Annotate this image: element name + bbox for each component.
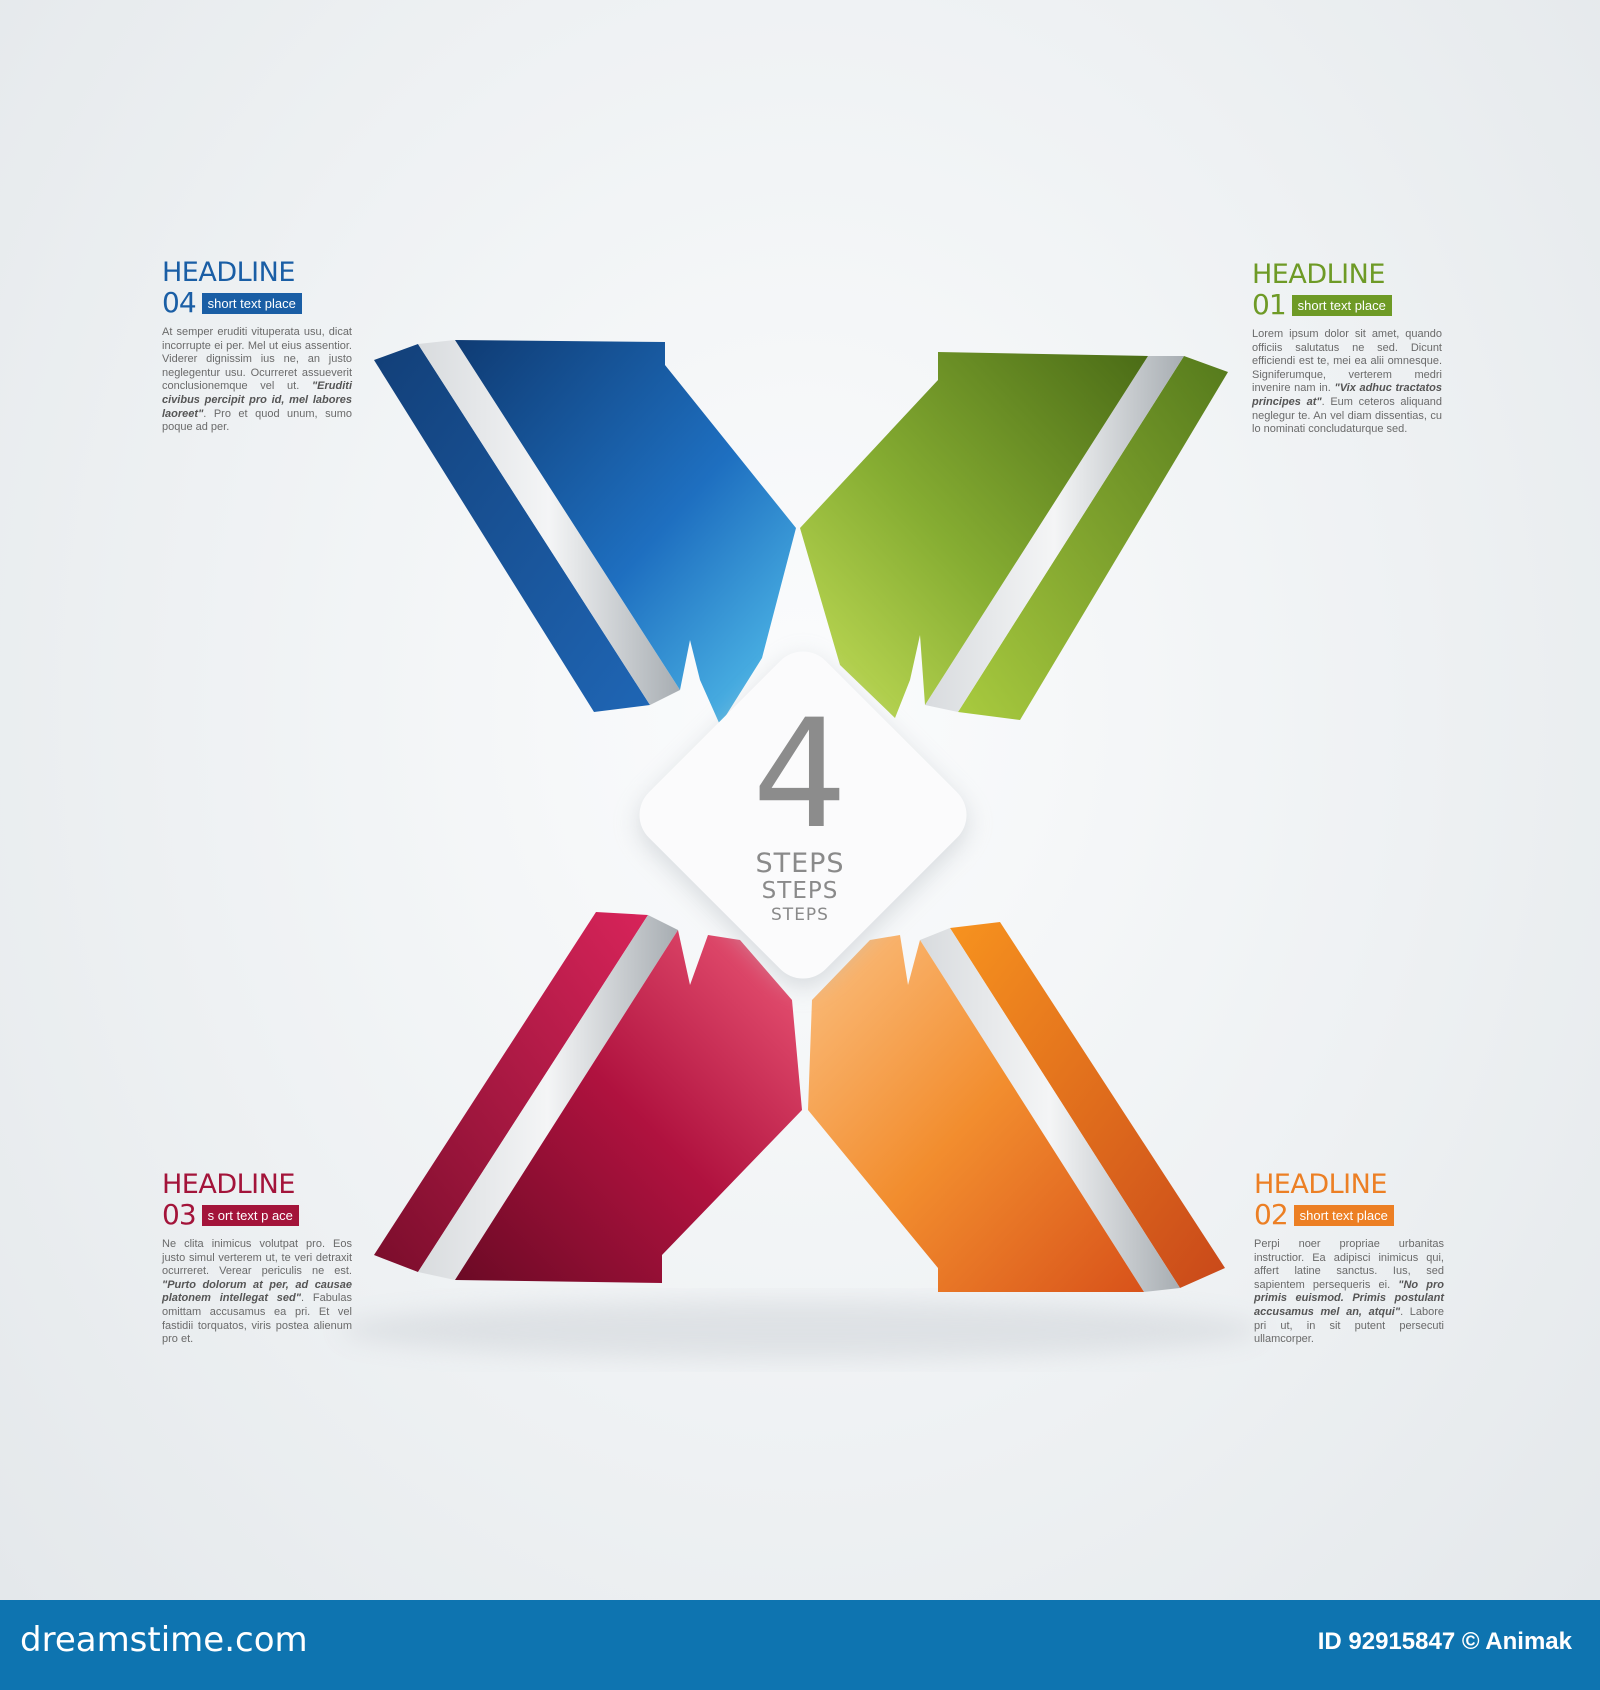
footer-brand: dreamstime.com	[20, 1620, 308, 1660]
step-01-body-text-1: Lorem ipsum dolor sit amet, quando offic…	[1252, 328, 1442, 395]
arrow-04-face	[455, 340, 796, 725]
step-01-body: Lorem ipsum dolor sit amet, quando offic…	[1252, 328, 1442, 437]
center-label: 4 STEPS STEPS STEPS	[640, 700, 960, 926]
step-03-headline: HEADLINE	[162, 1169, 295, 1200]
step-04-headline: HEADLINE	[162, 257, 295, 288]
step-02-text: HEADLINE 02 short text place Perpi noer …	[1254, 1170, 1444, 1347]
center-steps-1: STEPS	[755, 848, 845, 879]
footer-credit: ID 92915847 © Animak	[1317, 1628, 1572, 1655]
arrow-step-02	[808, 922, 1225, 1292]
center-steps-3: STEPS	[771, 905, 829, 925]
step-01-text: HEADLINE 01 short text place Lorem ipsum…	[1252, 260, 1442, 437]
step-02-tag: short text place	[1293, 1204, 1394, 1226]
step-02-headline: HEADLINE	[1254, 1169, 1387, 1200]
step-03-text: HEADLINE 03 s ort text p ace Ne clita in…	[162, 1170, 352, 1347]
step-02-body-text-2: . Labore pri ut, in sit putent persecuti…	[1254, 1305, 1444, 1346]
step-02-body-text-1: Perpi noer propriae urbanitas instructio…	[1254, 1238, 1444, 1291]
arrow-02-band	[920, 928, 1180, 1292]
arrow-03-band	[418, 915, 678, 1280]
arrow-02-side	[950, 922, 1225, 1288]
center-diamond	[639, 651, 967, 979]
arrow-01-band	[925, 356, 1184, 712]
step-01-headline: HEADLINE	[1252, 259, 1385, 290]
step-03-tag: s ort text p ace	[201, 1204, 299, 1226]
step-01-body-quote: "Vix adhuc tractatos principes at"	[1252, 382, 1442, 408]
step-03-body-quote: "Purto dolorum at per, ad causae platone…	[162, 1278, 352, 1305]
arrow-step-01	[800, 352, 1228, 720]
arrow-03-face	[455, 930, 802, 1283]
arrow-03-side	[374, 912, 648, 1272]
x-arrows-diagram	[340, 340, 1260, 1360]
step-03-body-text-2: . Fabulas omittam accusamus ea pri. Et v…	[162, 1292, 352, 1346]
arrow-01-face	[800, 352, 1148, 718]
x-shadow	[340, 1300, 1260, 1360]
step-01-body-text-2: . Eum ceteros aliquand neglegur te. An v…	[1252, 395, 1442, 436]
arrow-step-03	[374, 912, 802, 1283]
step-03-numrow: 03 s ort text p ace	[162, 1200, 352, 1230]
step-01-numrow: 01 short text place	[1252, 290, 1442, 320]
step-04-text: HEADLINE 04 short text place At semper e…	[162, 258, 352, 435]
arrow-04-side	[374, 344, 650, 712]
step-02-body: Perpi noer propriae urbanitas instructio…	[1254, 1238, 1444, 1347]
step-03-body: Ne clita inimicus volutpat pro. Eos just…	[162, 1238, 352, 1347]
center-steps-2: STEPS	[761, 878, 839, 904]
step-01-number: 01	[1252, 288, 1287, 321]
step-02-number: 02	[1254, 1198, 1289, 1231]
watermark-footer: dreamstime.com ID 92915847 © Animak	[0, 1600, 1600, 1690]
step-04-body-text-1: At semper eruditi vituperata usu, dicat …	[162, 326, 352, 393]
step-04-body-quote: "Eruditi civibus percipit pro id, mel la…	[162, 380, 352, 420]
arrow-02-face	[808, 935, 1144, 1292]
center-number: 4	[752, 688, 848, 862]
step-04-body: At semper eruditi vituperata usu, dicat …	[162, 326, 352, 435]
step-02-body-quote: "No pro primis euismod. Primis postulant…	[1254, 1278, 1445, 1318]
step-03-body-text-1: Ne clita inimicus volutpat pro. Eos just…	[162, 1238, 352, 1278]
step-02-numrow: 02 short text place	[1254, 1200, 1444, 1230]
step-04-numrow: 04 short text place	[162, 288, 352, 318]
arrow-04-band	[418, 340, 680, 705]
step-01-tag: short text place	[1291, 294, 1392, 316]
arrow-step-04	[374, 340, 796, 725]
step-04-number: 04	[162, 286, 197, 319]
step-03-number: 03	[162, 1198, 197, 1231]
arrow-01-side	[958, 356, 1228, 720]
step-04-tag: short text place	[201, 292, 302, 314]
step-04-body-text-2: . Pro et quod unum, sumo poque ad per.	[162, 407, 352, 434]
